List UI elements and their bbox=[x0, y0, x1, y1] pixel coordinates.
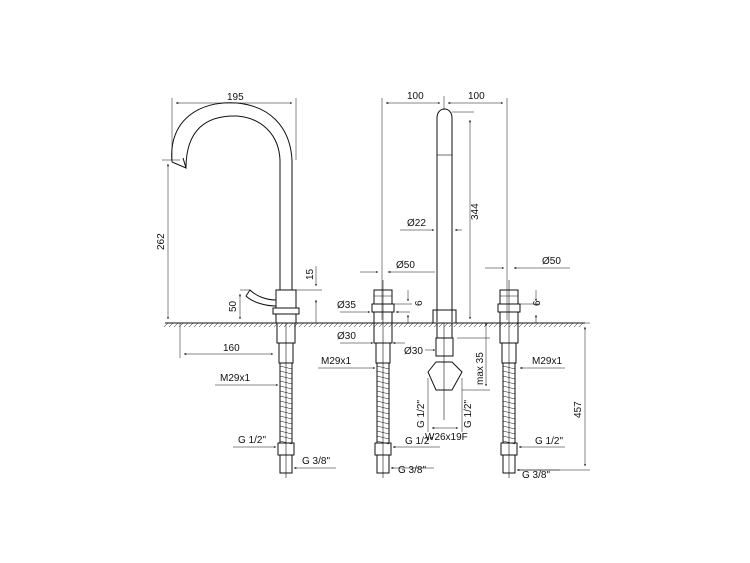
dim-spout-height: 262 bbox=[156, 233, 167, 250]
countertop-hatching bbox=[163, 322, 584, 328]
left-mixer-faucet bbox=[171, 102, 300, 478]
dim-valve-right-gap: 6 bbox=[532, 300, 543, 306]
left-hose bbox=[277, 362, 295, 474]
left-valve-hose bbox=[374, 362, 392, 474]
right-valve-hose bbox=[500, 362, 518, 474]
left-dimensions: 195 262 50 15 160 M29x1 G 1/2" G 3/8" bbox=[156, 92, 336, 469]
dim-spout-conn-right: G 1/2" bbox=[463, 400, 474, 428]
dim-valve-left-thread: M29x1 bbox=[321, 356, 351, 367]
dim-left-outlet: G 3/8" bbox=[302, 456, 330, 467]
dim-left-inlet: G 1/2" bbox=[238, 435, 266, 446]
dim-spout-tube: Ø30 bbox=[404, 346, 423, 357]
dim-valve-right-body: Ø50 bbox=[542, 256, 561, 267]
spout-dimensions: 100 100 Ø22 344 Ø30 max 35 G 1/2" G 1/2"… bbox=[381, 91, 508, 443]
dim-handle-offset: 15 bbox=[305, 268, 316, 280]
dim-valve-left-inlet: G 1/2" bbox=[405, 436, 433, 447]
dim-spacing-right: 100 bbox=[468, 91, 485, 102]
dim-left-thread: M29x1 bbox=[220, 373, 250, 384]
dim-handle-height: 50 bbox=[228, 300, 239, 312]
dim-spacing-left: 100 bbox=[407, 91, 424, 102]
dim-valve-left-body: Ø50 bbox=[396, 260, 415, 271]
dim-valve-right-thread: M29x1 bbox=[532, 356, 562, 367]
left-valve-dimensions: Ø50 Ø35 6 Ø30 M29x1 G 1/2" G 3/8" bbox=[318, 260, 440, 476]
dim-valve-right-inlet: G 1/2" bbox=[535, 436, 563, 447]
dim-spout-reach: 195 bbox=[227, 92, 244, 103]
dim-valve-right-depth: 457 bbox=[573, 401, 584, 418]
dim-valve-left-outlet: G 3/8" bbox=[398, 465, 426, 476]
center-spout bbox=[427, 108, 463, 420]
dim-spout-nut: W26x19F bbox=[425, 432, 468, 443]
dim-valve-right-outlet: G 3/8" bbox=[522, 470, 550, 481]
dim-valve-left-collar: Ø35 bbox=[337, 300, 356, 311]
right-valve-dimensions: Ø50 6 M29x1 457 G 1/2" G 3/8" bbox=[485, 256, 590, 481]
dim-base-depth: 160 bbox=[223, 343, 240, 354]
dim-spout-diameter: Ø22 bbox=[407, 218, 426, 229]
right-valve bbox=[497, 280, 521, 478]
dim-valve-left-tube: Ø30 bbox=[337, 331, 356, 342]
dim-spout-conn-left: G 1/2" bbox=[416, 400, 427, 428]
dim-spout-tall: 344 bbox=[470, 203, 481, 220]
dim-spout-max: max 35 bbox=[475, 352, 486, 385]
dim-valve-left-gap: 6 bbox=[414, 300, 425, 306]
left-valve bbox=[371, 280, 395, 478]
